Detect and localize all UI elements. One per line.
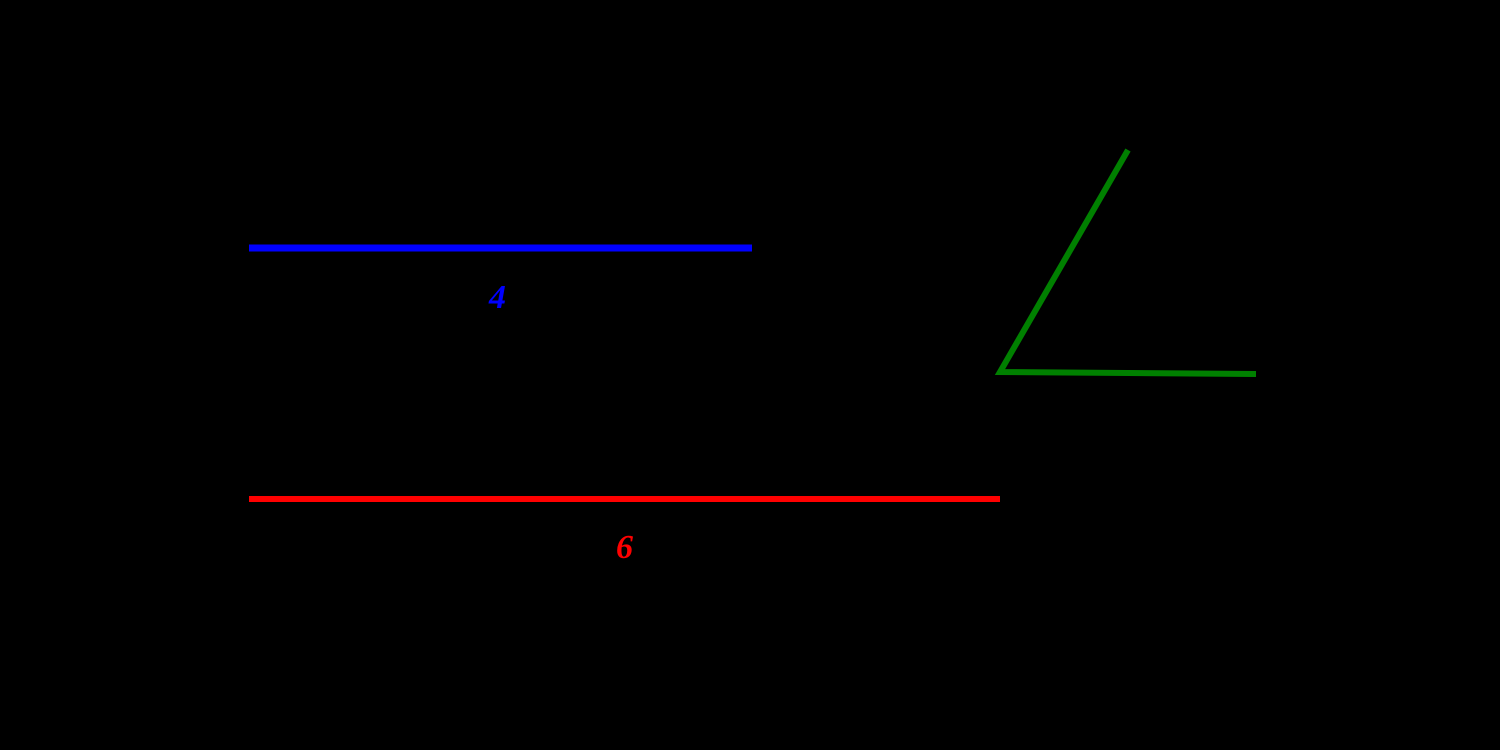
green-angle-shape [994,148,1257,377]
blue-segment-label: 4 [489,279,506,316]
red-segment-label: 6 [616,529,633,566]
